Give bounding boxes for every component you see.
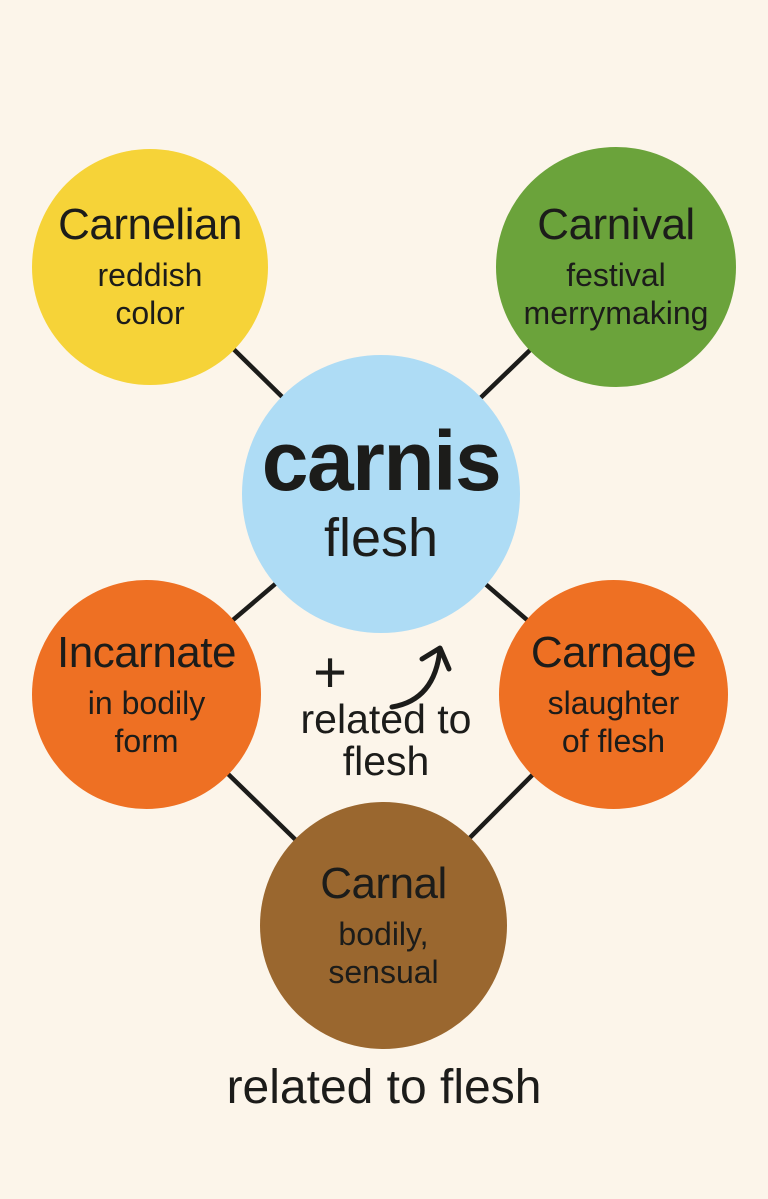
node-carnelian: Carnelian reddish color: [32, 149, 268, 385]
node-word: Carnival: [537, 200, 695, 250]
node-word: Carnelian: [58, 200, 242, 250]
node-carnival: Carnival festival merrymaking: [496, 147, 736, 387]
node-incarnate: Incarnate in bodily form: [32, 580, 261, 809]
root-meaning: flesh: [323, 508, 439, 569]
annotation-label: related to flesh: [300, 696, 472, 784]
node-word: Incarnate: [57, 627, 236, 677]
curved-arrow-icon: [389, 645, 452, 710]
root-word: carnis: [261, 414, 502, 509]
plus-symbol: +: [313, 639, 347, 705]
node-meaning: in bodily form: [87, 684, 206, 759]
node-meaning: bodily, sensual: [328, 915, 439, 990]
node-carnal: Carnal bodily, sensual: [260, 802, 507, 1049]
node-carnage: Carnage slaughter of flesh: [499, 580, 728, 809]
node-meaning: festival merrymaking: [523, 257, 709, 332]
node-meaning: slaughter of flesh: [547, 684, 680, 759]
bottom-caption: related to flesh: [226, 1061, 542, 1114]
node-root-carnis: carnis flesh: [242, 355, 520, 633]
node-word: Carnal: [320, 858, 447, 908]
node-word: Carnage: [530, 627, 697, 677]
node-meaning: reddish color: [97, 257, 203, 332]
